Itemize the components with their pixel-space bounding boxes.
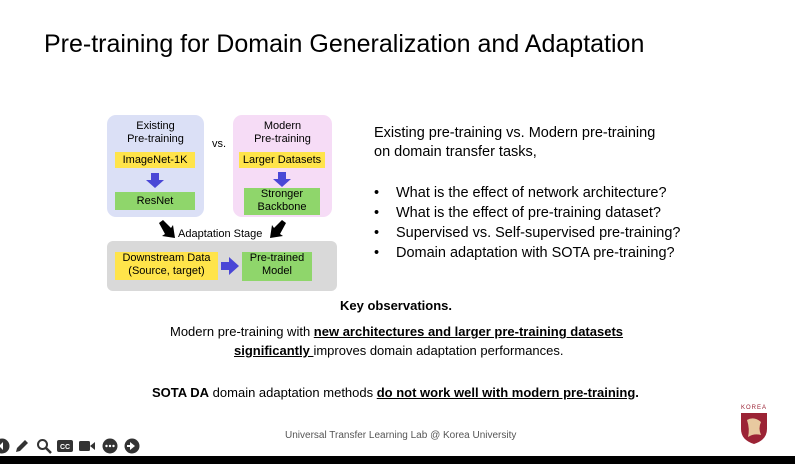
existing-pretraining-panel: Existing Pre-training ImageNet-1K ResNet [107,115,204,217]
key-observations-heading: Key observations. [340,298,452,313]
pen-icon[interactable] [14,438,30,454]
bullet-list: •What is the effect of network architect… [374,183,681,263]
right-arrow-icon [221,257,239,275]
list-item: •What is the effect of network architect… [374,185,667,201]
observation-1-line-1: Modern pre-training with new architectur… [170,324,624,339]
down-arrow-icon [273,172,291,187]
bottom-bar [0,456,795,464]
observation-2: SOTA DA domain adaptation methods do not… [152,385,639,400]
vs-label: vs. [211,138,227,150]
diagonal-arrow-icon [159,220,175,238]
captions-icon[interactable]: CC [57,438,73,454]
more-icon[interactable] [102,438,118,454]
footer-text: Universal Transfer Learning Lab @ Korea … [285,430,517,441]
larger-datasets-chip: Larger Datasets [239,152,325,168]
crest-icon [741,413,767,444]
existing-pretraining-label: Existing Pre-training [127,120,184,145]
korea-university-logo: KOREA [738,405,770,450]
down-arrow-icon [146,173,164,188]
list-item: •Supervised vs. Self-supervised pre-trai… [374,225,681,241]
camera-icon[interactable] [79,438,95,454]
back-icon[interactable] [0,438,10,454]
diagonal-arrow-icon [270,220,286,238]
stronger-backbone-chip: Stronger Backbone [244,188,320,215]
list-item: •Domain adaptation with SOTA pre-trainin… [374,245,675,261]
zoom-icon[interactable] [36,438,52,454]
adaptation-stage-label: Adaptation Stage [178,228,263,240]
observation-1-line-2: significantly improves domain adaptation… [234,343,564,358]
downstream-data-chip: Downstream Data (Source, target) [115,252,218,280]
intro-text: Existing pre-training vs. Modern pre-tra… [374,125,656,160]
resnet-chip: ResNet [115,192,195,210]
adaptation-stage-panel: Downstream Data (Source, target) Pre-tra… [107,241,337,291]
slide-title: Pre-training for Domain Generalization a… [44,30,645,58]
svg-text:CC: CC [60,444,70,451]
modern-pretraining-panel: Modern Pre-training Larger Datasets Stro… [233,115,332,217]
pretrained-model-chip: Pre-trained Model [242,252,312,281]
imagenet-chip: ImageNet-1K [115,152,195,168]
logo-text: KOREA [740,405,767,411]
list-item: •What is the effect of pre-training data… [374,205,661,221]
modern-pretraining-label: Modern Pre-training [254,120,311,145]
forward-icon[interactable] [124,438,140,454]
